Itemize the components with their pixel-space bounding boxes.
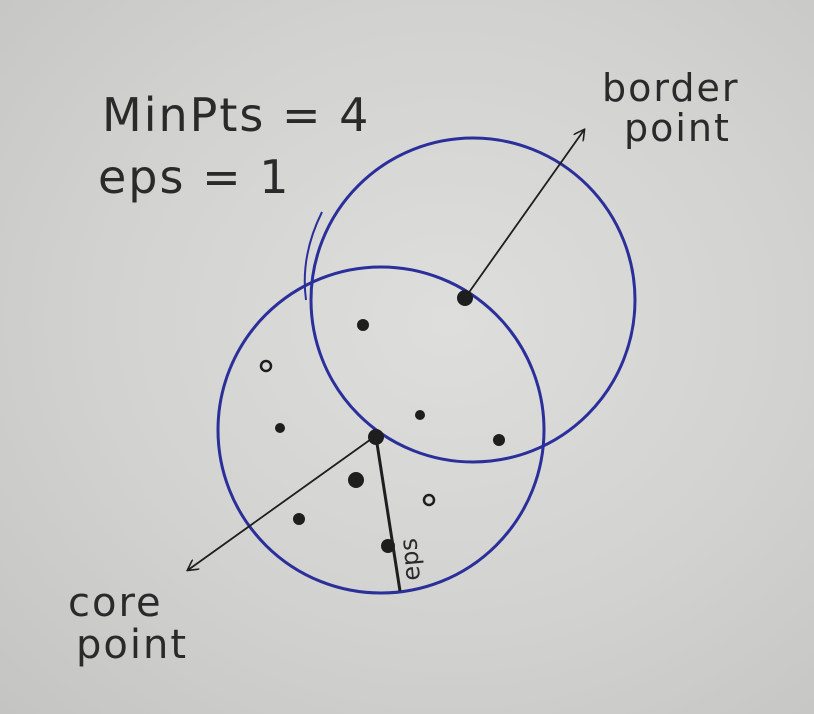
minpts-parameter: MinPts = 4 <box>102 88 371 142</box>
border-neighborhood-circle <box>309 136 637 464</box>
data-point <box>357 319 369 331</box>
core-point-label-line2: point <box>76 622 189 668</box>
data-point-hollow <box>422 493 436 507</box>
core-point-label-line1: core <box>68 580 163 626</box>
data-point <box>415 410 425 420</box>
data-point <box>381 539 395 553</box>
data-point <box>293 513 305 525</box>
data-point <box>348 472 364 488</box>
circle-overdraw-stroke <box>303 211 323 301</box>
border-point <box>457 290 473 306</box>
core-point-arrow <box>188 436 375 570</box>
border-point-arrow <box>464 130 584 299</box>
border-point-label-line2: point <box>624 106 731 150</box>
core-point <box>368 429 384 445</box>
eps-radius-line <box>374 436 402 592</box>
border-point-label-line1: border <box>602 66 740 110</box>
data-point-hollow <box>259 359 273 373</box>
data-point <box>493 434 505 446</box>
eps-radius-label: eps <box>394 537 426 582</box>
core-neighborhood-circle <box>216 265 546 595</box>
data-point <box>275 423 285 433</box>
eps-parameter: eps = 1 <box>98 150 291 204</box>
